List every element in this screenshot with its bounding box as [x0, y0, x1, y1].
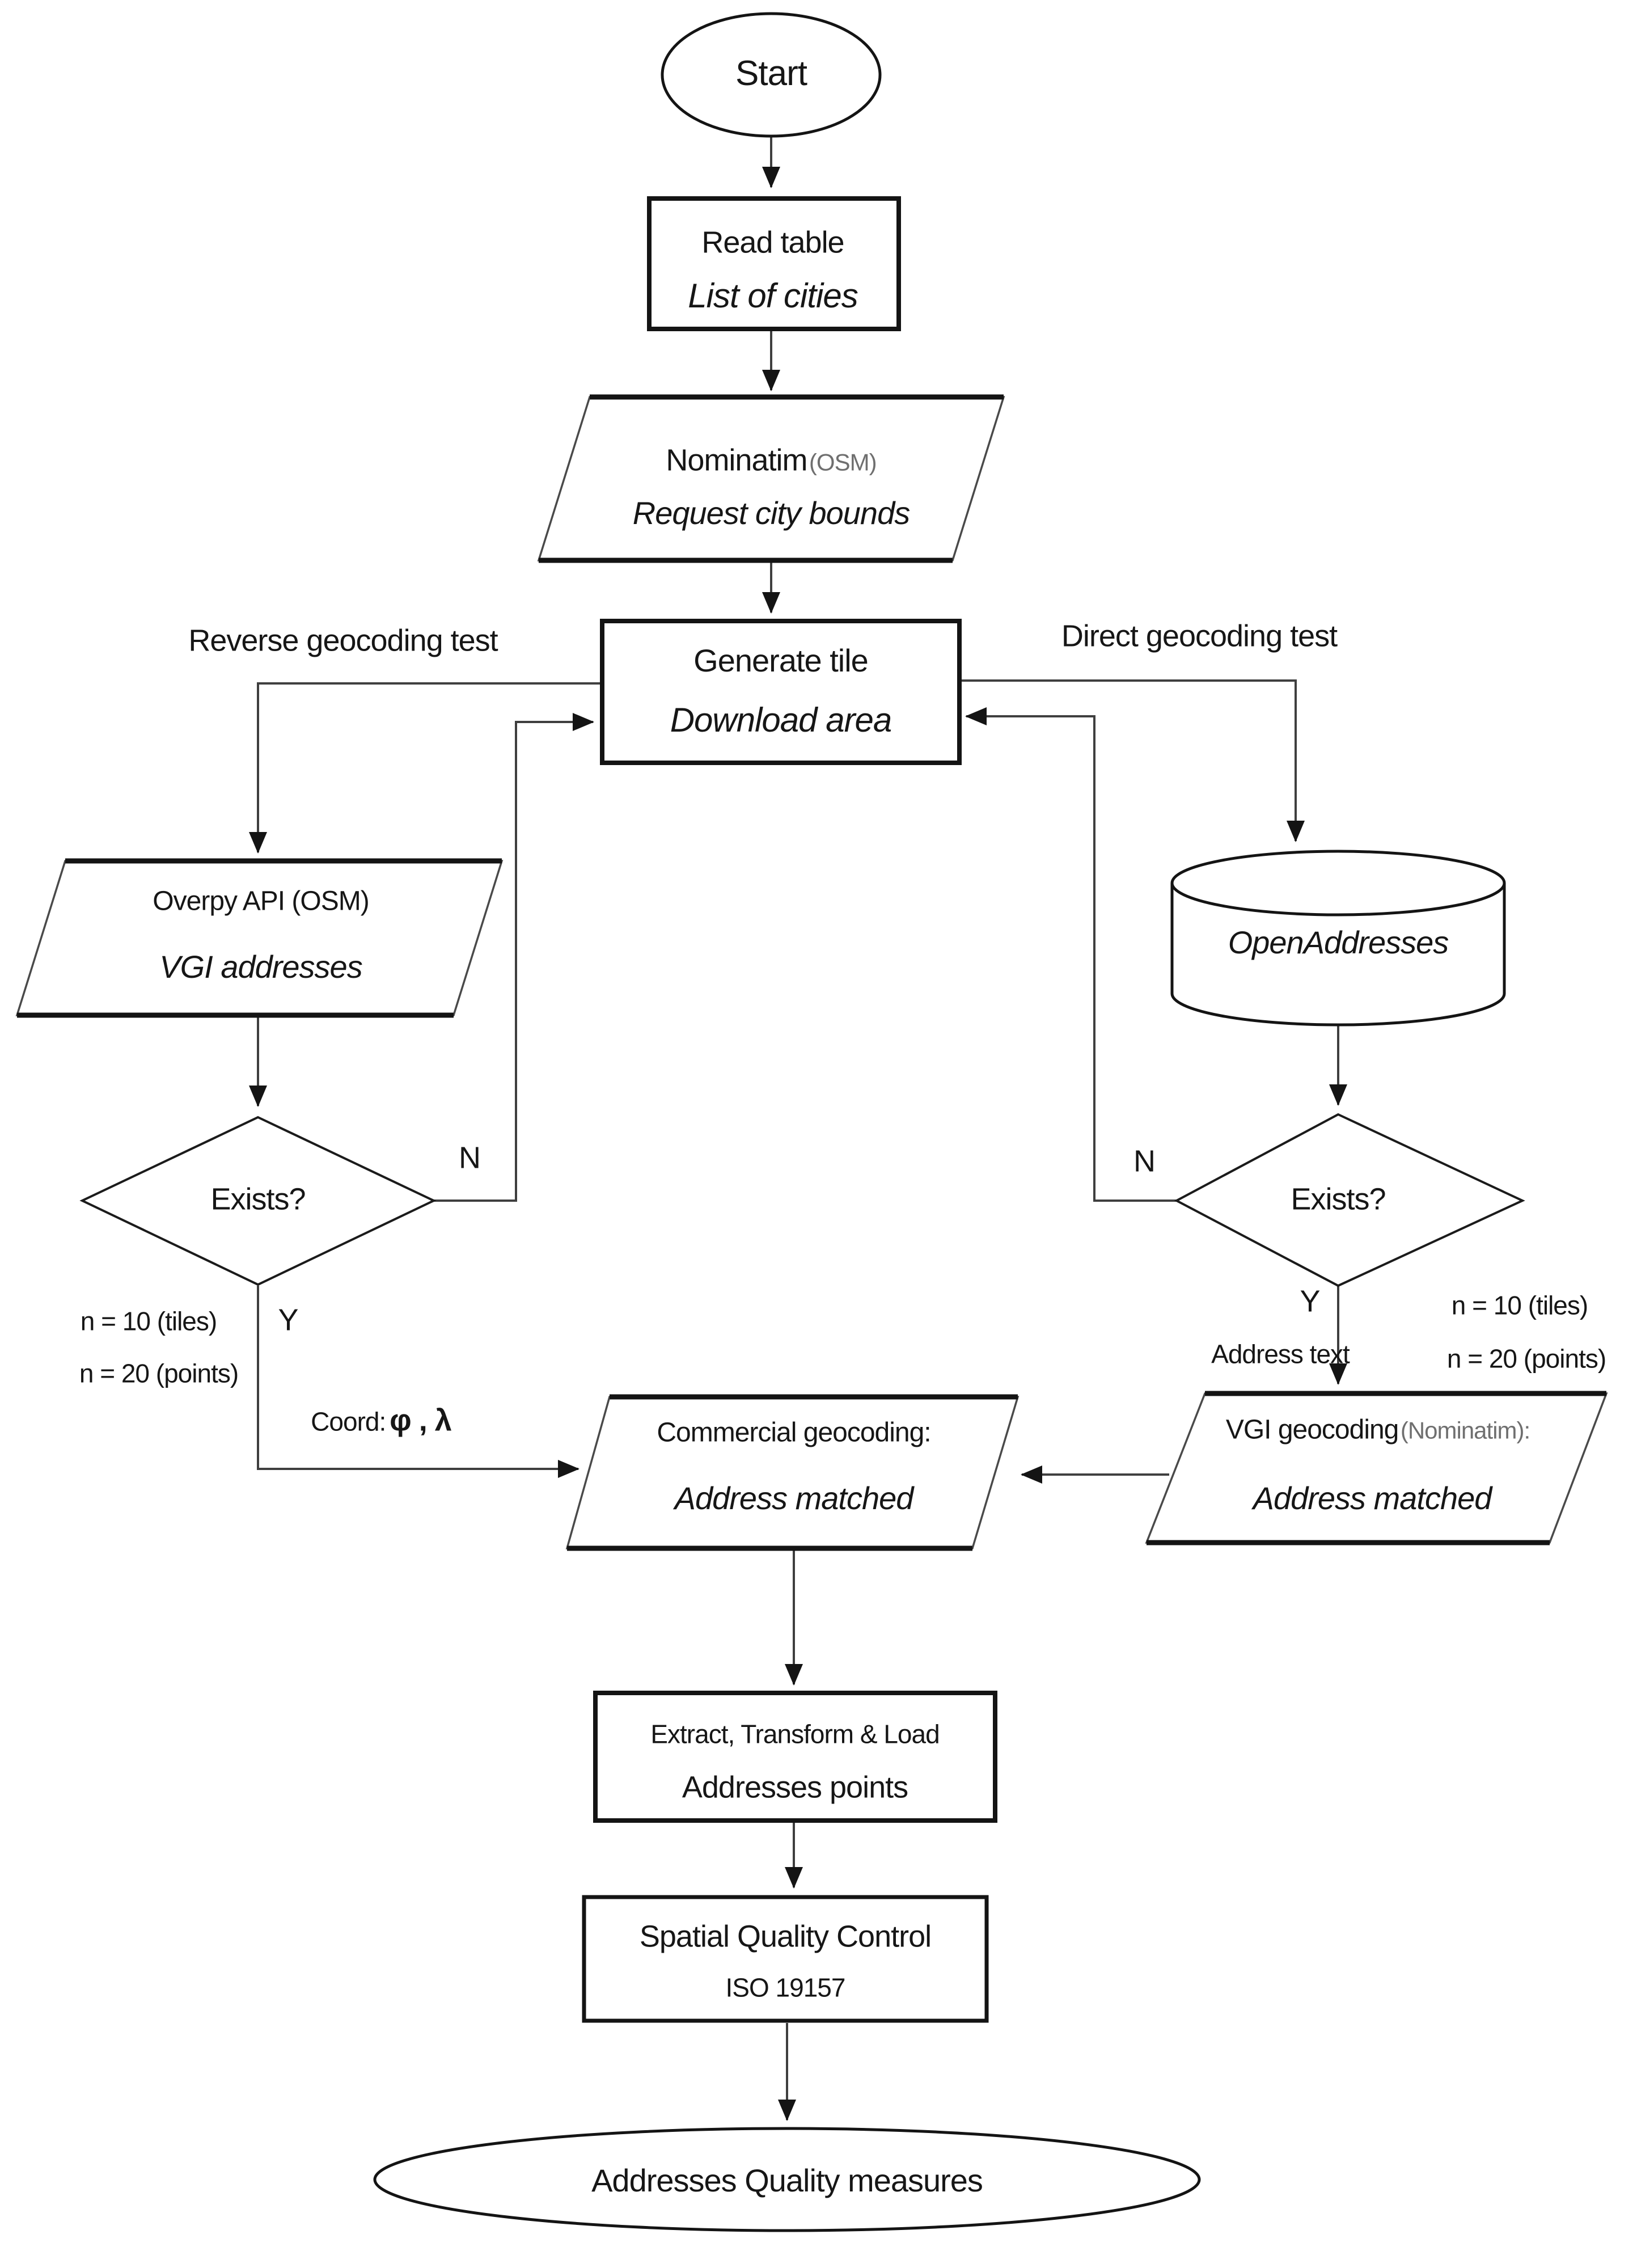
overpy-title: Overpy API (OSM) [153, 886, 369, 917]
n10-label-left: n = 10 (tiles) [80, 1306, 217, 1336]
nominatim-title: Nominatim (OSM) [666, 443, 877, 478]
edge-exists-right-n-return [965, 707, 1177, 1202]
openaddresses-label: OpenAddresses [1228, 924, 1449, 961]
generate-tile-title: Generate tile [693, 643, 869, 679]
overpy-node-shape [15, 860, 504, 1016]
openaddresses-cylinder-top [1170, 850, 1506, 917]
y-label-left: Y [278, 1303, 298, 1337]
nominatim-node-shape [537, 396, 1005, 561]
exists-left-node-shape [79, 1116, 437, 1286]
generate-tile-node-shape [600, 619, 962, 765]
n-label-left: N [459, 1141, 481, 1175]
start-node-shape [661, 12, 882, 138]
edge-generatetile-to-overpy [249, 682, 602, 854]
end-label: Addresses Quality measures [591, 2163, 983, 2199]
end-node-shape [373, 2127, 1201, 2232]
n10-label-right: n = 10 (tiles) [1451, 1290, 1588, 1320]
y-label-right: Y [1300, 1284, 1320, 1319]
openaddresses-cylinder-body [1170, 883, 1506, 1027]
exists-right-label: Exists? [1291, 1182, 1386, 1217]
etl-subtitle: Addresses points [682, 1770, 908, 1805]
quality-subtitle: ISO 19157 [725, 1973, 846, 2003]
read-table-node-shape [647, 196, 901, 331]
n20-label-left: n = 20 (points) [79, 1358, 239, 1388]
edge-exists-left-y-to-commercial [257, 1286, 579, 1478]
exists-left-label: Exists? [210, 1182, 306, 1217]
vgi-title: VGI geocoding (Nominatim): [1225, 1414, 1530, 1445]
overpy-subtitle: VGI addresses [159, 949, 362, 985]
commercial-subtitle: Address matched [674, 1480, 914, 1517]
n-label-right: N [1133, 1144, 1156, 1179]
etl-node-shape [593, 1691, 997, 1823]
quality-title: Spatial Quality Control [639, 1919, 932, 1954]
exists-right-node-shape [1174, 1113, 1525, 1287]
nominatim-subtitle: Request city bounds [632, 495, 910, 531]
read-table-subtitle: List of cities [688, 277, 858, 315]
direct-geocoding-test-label: Direct geocoding test [1061, 619, 1338, 653]
n20-label-right: n = 20 (points) [1446, 1344, 1606, 1374]
coord-label: Coord: φ , λ [311, 1403, 452, 1438]
reverse-geocoding-test-label: Reverse geocoding test [188, 623, 498, 658]
read-table-title: Read table [701, 225, 844, 260]
commercial-title: Commercial geocoding: [657, 1417, 931, 1448]
etl-title: Extract, Transform & Load [650, 1719, 940, 1749]
quality-node-shape [582, 1895, 989, 2023]
edge-exists-left-n-return [434, 713, 594, 1202]
start-label: Start [735, 53, 807, 93]
address-text-label: Address text [1211, 1339, 1350, 1369]
generate-tile-subtitle: Download area [670, 701, 892, 739]
vgi-subtitle: Address matched [1253, 1480, 1492, 1517]
edge-generatetile-to-openaddresses [959, 679, 1305, 842]
